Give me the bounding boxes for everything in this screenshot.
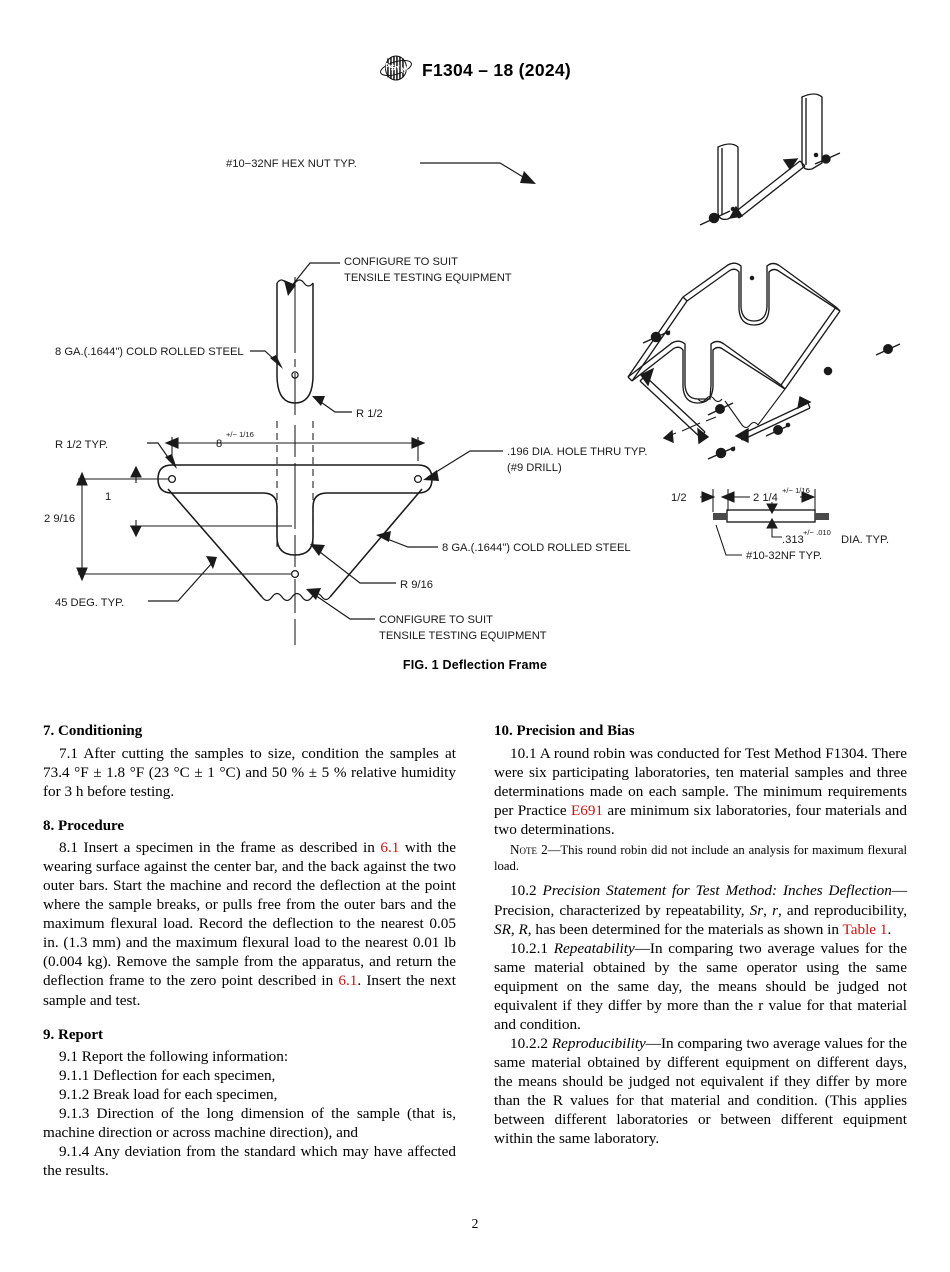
section-7-1-paragraph: 7.1 After cutting the samples to size, c…	[43, 744, 456, 800]
term-reproducibility: Reproducibility	[551, 1034, 646, 1052]
label-steel-upper: 8 GA.(.1644") COLD ROLLED STEEL	[55, 346, 283, 369]
steel-lower-label: 8 GA.(.1644") COLD ROLLED STEEL	[442, 542, 631, 554]
bar-dia-tol: +/− .010	[803, 528, 831, 537]
section-7-heading: 7. Conditioning	[43, 723, 143, 739]
bar-dia-value: .313	[782, 534, 804, 546]
left-column: 7. Conditioning 7.1 After cutting the sa…	[43, 722, 456, 1180]
section-10-2-text-f: .	[887, 920, 892, 938]
note-2-text: —This round robin did not include an ana…	[494, 842, 907, 873]
section-9-1-4-paragraph: 9.1.4 Any deviation from the standard wh…	[43, 1143, 456, 1180]
r-9-16-label: R 9/16	[400, 579, 433, 591]
section-8-1-paragraph: 8.1 Insert a specimen in the frame as de…	[43, 838, 456, 1009]
bar-detail-view: 1/2 2 1/4 +/− 1/16 .313 +/− .010	[671, 486, 889, 562]
note-2-paragraph: Note 2—This round robin did not include …	[494, 842, 907, 875]
section-10-1-text-b: are minimum six laboratories, four mater…	[494, 801, 907, 838]
label-r-9-16: R 9/16	[310, 544, 433, 591]
label-r-half: R 1/2	[312, 396, 383, 420]
section-9-heading: 9. Report	[43, 1026, 103, 1043]
section-10-2-1-paragraph: 10.2.1 Repeatability—In comparing two av…	[494, 939, 907, 1034]
section-10-2-2-text: —In comparing two average values for the…	[494, 1034, 908, 1148]
hole-dia-line1: .196 DIA. HOLE THRU TYP.	[507, 446, 648, 458]
dim-8-tolerance: +/− 1/16	[226, 430, 254, 439]
section-9-1-paragraph: 9.1 Report the following information:	[59, 1048, 289, 1066]
label-configure-top: CONFIGURE TO SUIT TENSILE TESTING EQUIPM…	[284, 256, 512, 296]
right-column: 10. Precision and Bias 10.1 A round robi…	[494, 722, 907, 1180]
section-10-1-text-a: 10.1 A round robin was conducted for Tes…	[494, 744, 907, 819]
bar-dim-2-1-4: 2 1/4	[753, 492, 778, 504]
configure-bottom-line2: TENSILE TESTING EQUIPMENT	[379, 630, 547, 642]
astm-logo-icon: A S T M	[379, 55, 413, 86]
svg-text:T: T	[394, 64, 401, 74]
section-10-2-paragraph: 10.2 Precision Statement for Test Method…	[494, 881, 907, 938]
section-10-2-text-d: ,	[510, 920, 519, 938]
section-10-2-text-c: , and reproducibility,	[777, 901, 908, 919]
dimension-vertical	[76, 465, 292, 582]
dim-2-9-16: 2 9/16	[44, 513, 75, 525]
label-r-half-typ: R 1/2 TYP.	[55, 439, 177, 469]
symbol-r-upper: R	[518, 920, 528, 938]
configure-top-line2: TENSILE TESTING EQUIPMENT	[344, 272, 512, 284]
hole-dia-line2: (#9 DRILL)	[507, 462, 562, 474]
xref-e691[interactable]: E691	[570, 801, 604, 819]
section-10-2-2-number: 10.2.2	[510, 1034, 552, 1052]
notch-extension-lines	[276, 421, 314, 547]
note-2-label: Note 2	[510, 841, 548, 857]
symbol-sr-lower: Sr	[749, 901, 764, 919]
configure-bottom-line1: CONFIGURE TO SUIT	[379, 614, 493, 626]
steel-upper-label: 8 GA.(.1644") COLD ROLLED STEEL	[55, 346, 244, 358]
section-9-1-2-paragraph: 9.1.2 Break load for each specimen,	[59, 1086, 278, 1104]
section-10-2-2-paragraph: 10.2.2 Reproducibility—In comparing two …	[494, 1034, 907, 1148]
svg-text:M: M	[400, 64, 409, 75]
hex-nut-label: #10−32NF HEX NUT TYP.	[226, 158, 357, 170]
svg-text:A: A	[383, 61, 391, 71]
section-10-2-number: 10.2	[510, 882, 543, 900]
term-repeatability: Repeatability	[553, 939, 635, 957]
xref-table-1[interactable]: Table 1	[842, 920, 888, 938]
bar-thread-label: #10-32NF TYP.	[746, 550, 822, 562]
section-10-2-text-e: , has been determined for the materials …	[527, 920, 843, 938]
bar-dia-suffix: DIA. TYP.	[841, 534, 889, 546]
section-10-2-1-text: —In comparing two average values for the…	[494, 939, 908, 1033]
dim-1: 1	[105, 491, 111, 503]
label-45-deg: 45 DEG. TYP.	[55, 556, 217, 609]
section-10-1-paragraph: 10.1 A round robin was conducted for Tes…	[494, 744, 907, 839]
section-10-2-title: Precision Statement for Test Method: Inc…	[542, 882, 892, 900]
isometric-view	[627, 93, 901, 460]
page-number: 2	[471, 1216, 479, 1231]
section-10-2-text-b: ,	[763, 901, 773, 919]
bar-dim-2-1-4-tol: +/− 1/16	[782, 486, 810, 495]
r-half-typ-label: R 1/2 TYP.	[55, 439, 108, 451]
label-configure-bottom: CONFIGURE TO SUIT TENSILE TESTING EQUIPM…	[306, 588, 547, 642]
xref-6-1-first[interactable]: 6.1	[380, 839, 400, 857]
symbol-sr-upper: SR	[494, 920, 511, 938]
section-10-2-text-a: —Precision, characterized by repeatabili…	[494, 882, 908, 919]
label-hole-dia: .196 DIA. HOLE THRU TYP. (#9 DRILL)	[423, 446, 648, 481]
label-steel-lower: 8 GA.(.1644") COLD ROLLED STEEL	[376, 531, 631, 554]
configure-top-line1: CONFIGURE TO SUIT	[344, 256, 458, 268]
standard-designation: F1304 – 18 (2024)	[421, 60, 572, 80]
section-8-1-text-b: with the wearing surface against the cen…	[43, 839, 457, 990]
svg-text:S: S	[389, 63, 397, 73]
section-10-2-1-number: 10.2.1	[510, 939, 554, 957]
figure-caption: FIG. 1 Deflection Frame	[402, 658, 548, 672]
bar-dim-half: 1/2	[671, 492, 687, 504]
deg-45-label: 45 DEG. TYP.	[55, 597, 124, 609]
section-9-1-1-paragraph: 9.1.1 Deflection for each specimen,	[59, 1067, 276, 1085]
dim-8-value: 8	[216, 438, 222, 450]
section-10-heading: 10. Precision and Bias	[494, 723, 635, 739]
label-hex-nut: #10−32NF HEX NUT TYP.	[226, 158, 536, 184]
r-half-label: R 1/2	[356, 408, 383, 420]
section-9-1-3-paragraph: 9.1.3 Direction of the long dimension of…	[43, 1105, 456, 1142]
section-8-1-text-a: 8.1 Insert a specimen in the frame as de…	[59, 839, 381, 857]
section-8-1-text-c: . Insert the next sample and test.	[43, 972, 456, 1009]
section-8-heading: 8. Procedure	[43, 817, 125, 834]
page-header: A S T M F1304 – 18 (2024)	[0, 55, 950, 86]
body-columns: 7. Conditioning 7.1 After cutting the sa…	[43, 722, 907, 1180]
xref-6-1-second[interactable]: 6.1	[338, 972, 358, 990]
figure-1-deflection-frame: #10−32NF HEX NUT TYP. CONFIGURE TO SUIT …	[0, 85, 950, 685]
symbol-r-lower: r	[772, 901, 778, 919]
